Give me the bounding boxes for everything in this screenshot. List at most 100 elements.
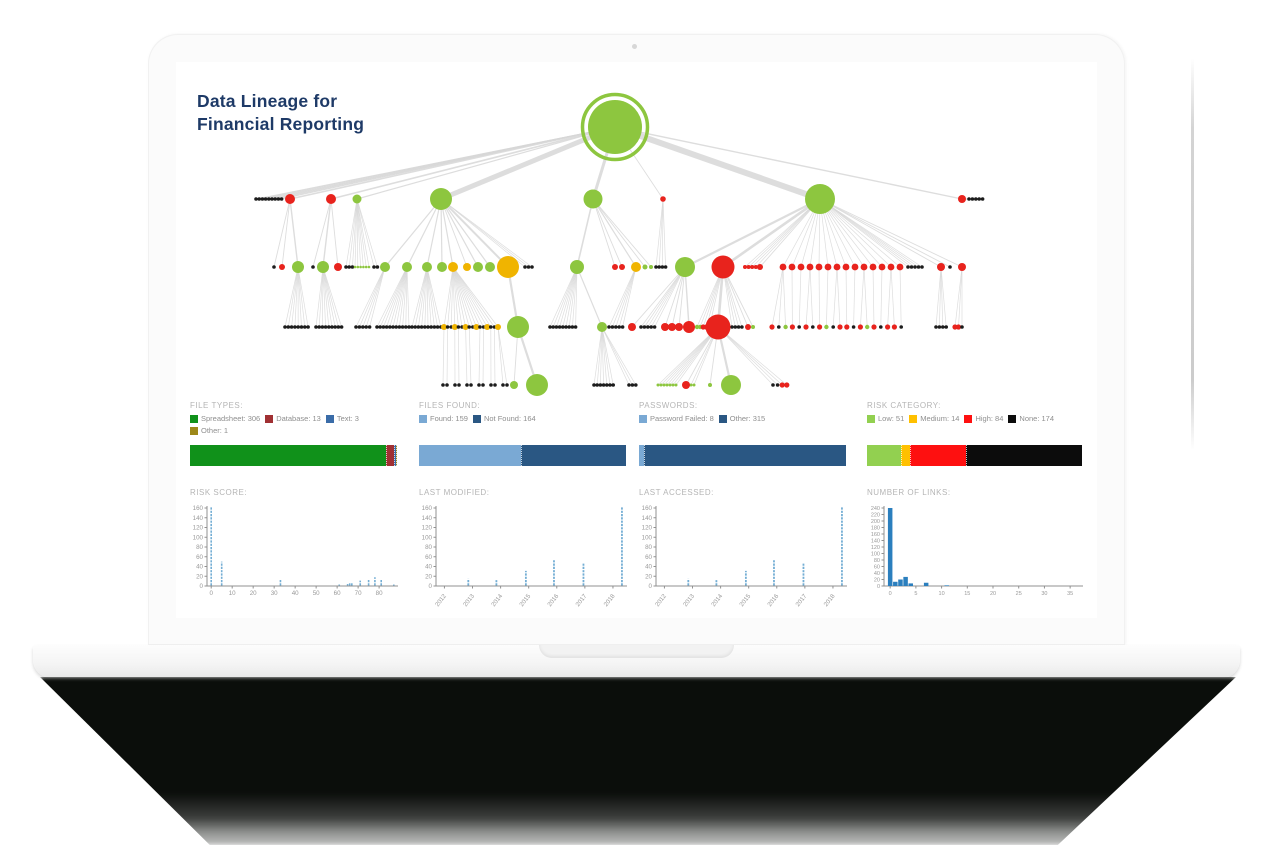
graph-dot[interactable] — [283, 325, 287, 329]
graph-node[interactable] — [668, 323, 676, 331]
graph-dot[interactable] — [489, 383, 493, 387]
graph-dot[interactable] — [788, 263, 796, 271]
graph-node[interactable] — [642, 264, 648, 270]
graph-dot[interactable] — [960, 325, 964, 329]
graph-node[interactable] — [649, 265, 653, 269]
graph-dot[interactable] — [614, 325, 618, 329]
graph-dot[interactable] — [833, 263, 841, 271]
graph-dot[interactable] — [367, 265, 371, 269]
graph-node[interactable] — [473, 262, 483, 272]
graph-dot[interactable] — [457, 383, 461, 387]
graph-node[interactable] — [285, 194, 295, 204]
graph-node[interactable] — [705, 314, 731, 340]
graph-dot[interactable] — [736, 325, 741, 329]
graph-dot[interactable] — [561, 325, 565, 329]
graph-node[interactable] — [272, 265, 276, 269]
graph-dot[interactable] — [388, 325, 392, 329]
graph-dot[interactable] — [630, 383, 635, 387]
graph-dot[interactable] — [899, 325, 903, 329]
graph-dot[interactable] — [887, 263, 895, 271]
graph-dot[interactable] — [610, 325, 615, 329]
graph-node[interactable] — [570, 260, 584, 274]
graph-dot[interactable] — [400, 325, 405, 329]
graph-dot[interactable] — [350, 265, 355, 269]
graph-dot[interactable] — [375, 325, 379, 329]
graph-dot[interactable] — [815, 263, 823, 271]
graph-node[interactable] — [437, 262, 447, 272]
graph-dot[interactable] — [977, 197, 981, 201]
graph-dot[interactable] — [634, 383, 638, 387]
graph-dot[interactable] — [416, 325, 421, 329]
graph-dot[interactable] — [967, 197, 971, 201]
graph-dot[interactable] — [913, 265, 917, 269]
graph-dot[interactable] — [656, 383, 660, 387]
graph-dot[interactable] — [941, 325, 945, 329]
graph-dot[interactable] — [851, 263, 859, 271]
graph-node[interactable] — [279, 264, 285, 270]
graph-dot[interactable] — [299, 325, 304, 329]
graph-dot[interactable] — [934, 325, 938, 329]
graph-node[interactable] — [612, 264, 618, 270]
graph-dot[interactable] — [789, 324, 796, 330]
graph-dot[interactable] — [429, 325, 434, 329]
graph-dot[interactable] — [462, 324, 469, 330]
graph-node[interactable] — [661, 323, 669, 331]
graph-node[interactable] — [292, 261, 304, 273]
graph-dot[interactable] — [605, 383, 609, 387]
graph-dot[interactable] — [860, 263, 868, 271]
graph-dot[interactable] — [733, 325, 738, 329]
graph-dot[interactable] — [364, 325, 369, 329]
graph-dot[interactable] — [378, 325, 383, 329]
graph-dot[interactable] — [333, 325, 338, 329]
graph-dot[interactable] — [891, 324, 898, 330]
graph-dot[interactable] — [689, 383, 693, 387]
graph-node[interactable] — [448, 262, 458, 272]
graph-dot[interactable] — [775, 383, 780, 387]
graph-dot[interactable] — [944, 325, 948, 329]
graph-dot[interactable] — [649, 325, 653, 329]
graph-dot[interactable] — [663, 265, 668, 269]
graph-node[interactable] — [497, 256, 519, 278]
graph-dot[interactable] — [381, 325, 386, 329]
graph-dot[interactable] — [367, 325, 372, 329]
graph-node[interactable] — [485, 262, 495, 272]
graph-dot[interactable] — [473, 324, 480, 330]
graph-node[interactable] — [751, 325, 755, 329]
graph-dot[interactable] — [260, 197, 265, 201]
graph-dot[interactable] — [871, 324, 877, 330]
graph-dot[interactable] — [567, 325, 571, 329]
graph-node[interactable] — [660, 196, 666, 202]
graph-node[interactable] — [958, 195, 966, 203]
graph-dot[interactable] — [806, 263, 814, 271]
graph-dot[interactable] — [419, 325, 424, 329]
graph-dot[interactable] — [394, 325, 399, 329]
graph-dot[interactable] — [797, 325, 801, 329]
graph-dot[interactable] — [865, 324, 870, 330]
graph-dot[interactable] — [465, 383, 469, 387]
graph-dot[interactable] — [391, 325, 395, 329]
graph-dot[interactable] — [851, 325, 856, 329]
graph-dot[interactable] — [753, 265, 758, 269]
graph-dot[interactable] — [769, 324, 775, 330]
graph-dot[interactable] — [817, 324, 823, 330]
graph-dot[interactable] — [364, 265, 368, 269]
graph-dot[interactable] — [906, 265, 910, 269]
graph-dot[interactable] — [784, 382, 790, 388]
graph-dot[interactable] — [692, 383, 696, 387]
graph-dot[interactable] — [303, 325, 307, 329]
graph-dot[interactable] — [557, 325, 562, 329]
graph-dot[interactable] — [323, 325, 328, 329]
graph-node[interactable] — [675, 257, 695, 277]
graph-dot[interactable] — [289, 325, 294, 329]
graph-dot[interactable] — [665, 383, 669, 387]
graph-dot[interactable] — [980, 197, 985, 201]
graph-dot[interactable] — [746, 265, 751, 269]
graph-node[interactable] — [597, 322, 607, 332]
graph-dot[interactable] — [920, 265, 924, 269]
graph-dot[interactable] — [657, 265, 661, 269]
graph-node[interactable] — [721, 375, 741, 395]
graph-dot[interactable] — [824, 324, 829, 330]
graph-dot[interactable] — [356, 265, 360, 269]
graph-dot[interactable] — [857, 324, 864, 330]
graph-dot[interactable] — [453, 383, 457, 387]
